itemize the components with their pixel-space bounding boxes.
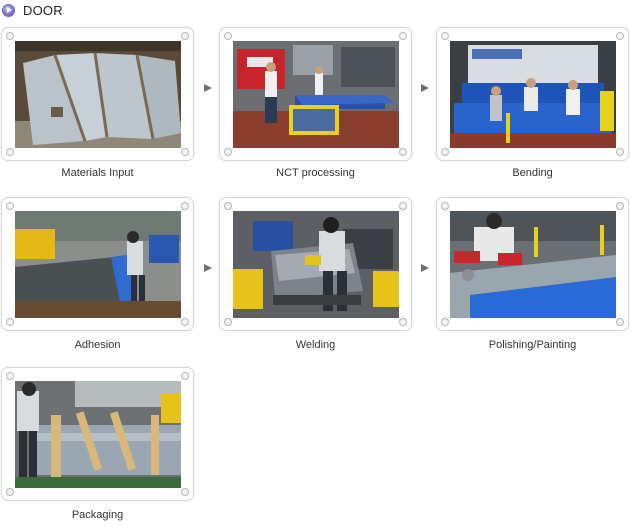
step-card-welding	[219, 197, 412, 331]
step-card-polishing-painting	[436, 197, 629, 331]
packaging-photo	[15, 381, 181, 488]
step-label-adhesion: Adhesion	[74, 339, 121, 351]
section-title: DOOR	[23, 2, 63, 18]
play-bullet-icon	[2, 3, 15, 17]
step-label-welding: Welding	[295, 339, 336, 351]
step-card-packaging	[1, 367, 194, 501]
step-card-adhesion	[1, 197, 194, 331]
chevron-right-icon	[421, 84, 429, 92]
materials-input-photo	[15, 41, 181, 148]
step-label-nct-processing: NCT processing	[276, 167, 355, 179]
step-card-bending	[436, 27, 629, 161]
adhesion-photo	[15, 211, 181, 318]
step-label-packaging: Packaging	[71, 509, 124, 521]
chevron-right-icon	[204, 264, 212, 272]
step-label-materials-input: Materials Input	[61, 167, 134, 179]
step-label-polishing-painting: Polishing/Painting	[488, 339, 577, 351]
nct-processing-photo	[233, 41, 399, 148]
step-card-nct-processing	[219, 27, 412, 161]
bending-photo	[450, 41, 616, 148]
chevron-right-icon	[204, 84, 212, 92]
welding-photo	[233, 211, 399, 318]
polishing-painting-photo	[450, 211, 616, 318]
step-label-bending: Bending	[512, 167, 553, 179]
step-card-materials-input	[1, 27, 194, 161]
chevron-right-icon	[421, 264, 429, 272]
section-header: DOOR	[2, 2, 63, 18]
